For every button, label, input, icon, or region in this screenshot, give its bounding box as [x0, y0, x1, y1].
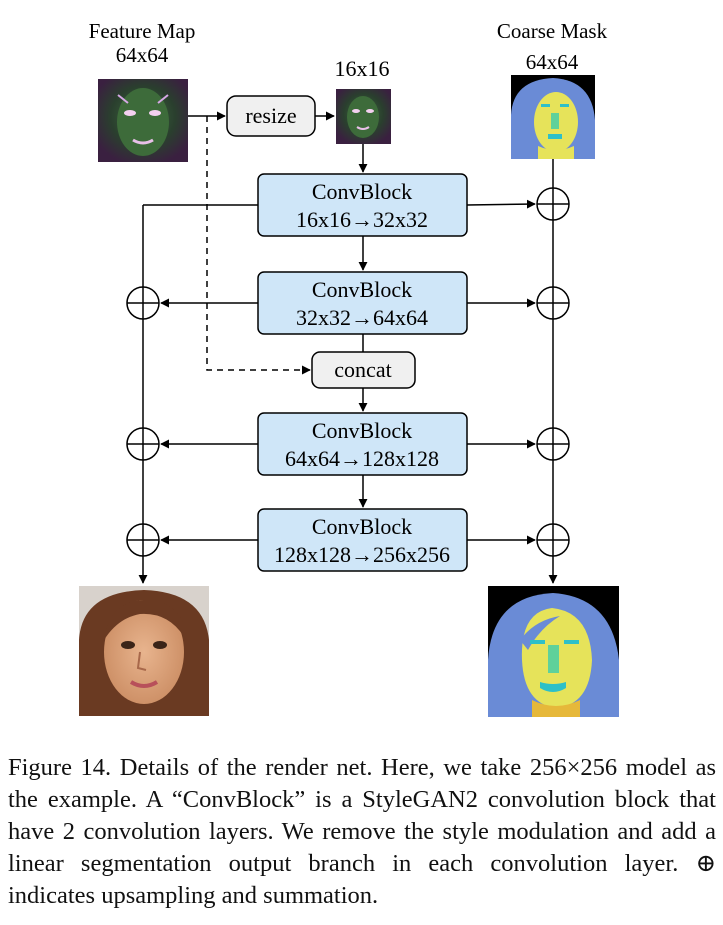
dashed-skip-to-concat: [206, 116, 311, 375]
output-mask-image: [488, 586, 619, 717]
sum-node-right-1: [536, 187, 570, 221]
sum-node-left-1: [126, 286, 160, 320]
sum-node-left-3: [126, 523, 160, 557]
convblock-4-title: ConvBlock: [312, 514, 412, 539]
convblock-4-dims: 128x128→256x256: [274, 542, 450, 567]
convblock-3-dims: 64x64→128x128: [285, 446, 439, 471]
convblock-1-dims: 16x16→32x32: [296, 207, 428, 232]
resized-size-label: 16x16: [335, 56, 390, 81]
concat-op: concat: [311, 351, 416, 389]
sum-node-right-4: [536, 523, 570, 557]
caption-text: Figure 14. Details of the render net. He…: [8, 754, 716, 909]
convblock-2-dims: 32x32→64x64: [296, 305, 428, 330]
feature-map-image: [98, 79, 188, 162]
convblock-3-title: ConvBlock: [312, 418, 412, 443]
convblock-3: ConvBlock 64x64→128x128: [257, 412, 468, 476]
convblock-1: ConvBlock 16x16→32x32: [257, 173, 468, 237]
figure-caption: Figure 14. Details of the render net. He…: [8, 752, 716, 912]
sum-node-left-2: [126, 427, 160, 461]
output-face-image: [79, 586, 209, 716]
resize-label: resize: [245, 103, 296, 128]
convblock-4: ConvBlock 128x128→256x256: [257, 508, 468, 572]
coarse-mask-title: Coarse Mask: [497, 19, 608, 43]
coarse-mask-size: 64x64: [526, 50, 579, 74]
resize-op: resize: [226, 95, 316, 137]
convblock-2-title: ConvBlock: [312, 277, 412, 302]
coarse-mask-image: [511, 75, 595, 159]
feature-map-title: Feature Map: [89, 19, 196, 43]
convblock-2: ConvBlock 32x32→64x64: [257, 271, 468, 335]
render-net-diagram: Feature Map 64x64 16x16 Coarse Mask 64x6…: [79, 19, 619, 717]
sum-node-right-2: [536, 286, 570, 320]
sum-node-right-3: [536, 427, 570, 461]
feature-map-size: 64x64: [116, 43, 169, 67]
arrow-convblock-1-to-right-sum: [466, 199, 536, 209]
concat-label: concat: [334, 357, 391, 382]
convblock-1-title: ConvBlock: [312, 179, 412, 204]
resized-feature-map-image: [336, 89, 391, 144]
